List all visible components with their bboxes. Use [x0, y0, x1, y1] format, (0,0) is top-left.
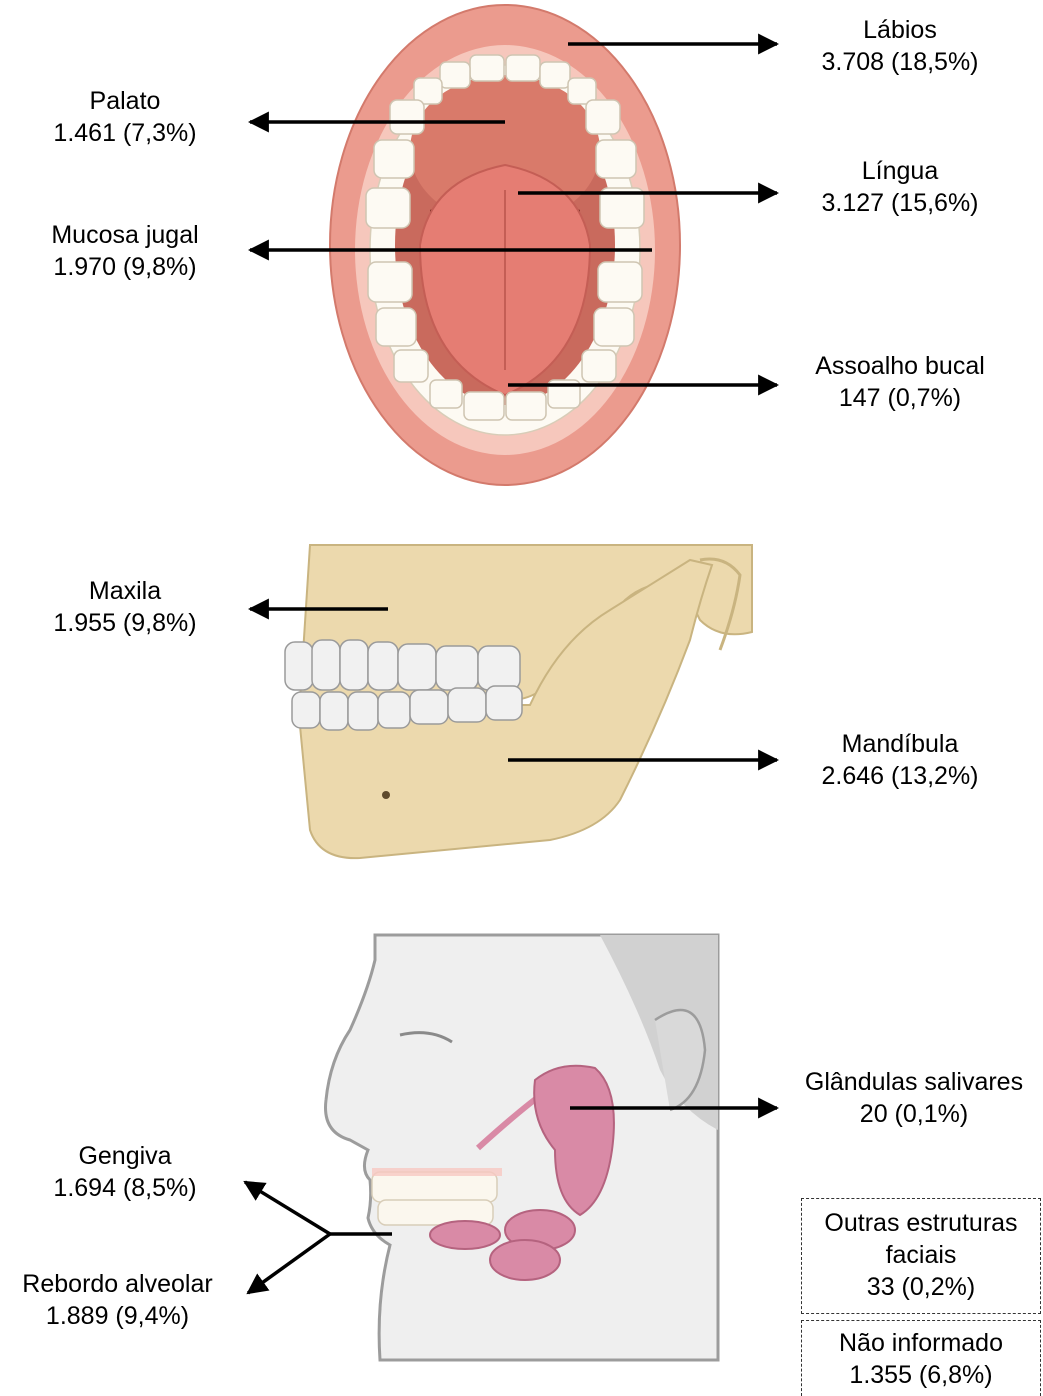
- label-maxila-value: 1.955 (9,8%): [25, 607, 225, 639]
- label-glandulas-salivares-value: 20 (0,1%): [785, 1098, 1043, 1130]
- label-maxila: Maxila 1.955 (9,8%): [25, 575, 225, 639]
- label-palato-name: Palato: [25, 85, 225, 117]
- label-rebordo-alveolar-name: Rebordo alveolar: [5, 1268, 230, 1300]
- label-gengiva-name: Gengiva: [25, 1140, 225, 1172]
- label-rebordo-alveolar: Rebordo alveolar 1.889 (9,4%): [5, 1268, 230, 1332]
- box-outras-estruturas: Outras estruturas faciais 33 (0,2%): [801, 1198, 1041, 1314]
- label-labios-name: Lábios: [800, 14, 1000, 46]
- label-mucosa-jugal: Mucosa jugal 1.970 (9,8%): [20, 219, 230, 283]
- label-maxila-name: Maxila: [25, 575, 225, 607]
- mouth-illustration: [330, 5, 680, 485]
- label-labios: Lábios 3.708 (18,5%): [800, 14, 1000, 78]
- label-glandulas-salivares: Glândulas salivares 20 (0,1%): [785, 1066, 1043, 1130]
- label-mandibula-name: Mandíbula: [800, 728, 1000, 760]
- box-nao-informado-value: 1.355 (6,8%): [802, 1359, 1040, 1391]
- face-illustration: [326, 935, 719, 1360]
- box-outras-estruturas-value: 33 (0,2%): [802, 1271, 1040, 1303]
- arrow-gengiva: [245, 1182, 330, 1234]
- box-outras-estruturas-line1: Outras estruturas: [802, 1207, 1040, 1239]
- box-nao-informado: Não informado 1.355 (6,8%): [801, 1320, 1041, 1396]
- jaw-illustration: [285, 545, 752, 858]
- label-assoalho-bucal-value: 147 (0,7%): [790, 382, 1010, 414]
- label-rebordo-alveolar-value: 1.889 (9,4%): [5, 1300, 230, 1332]
- label-gengiva: Gengiva 1.694 (8,5%): [25, 1140, 225, 1204]
- label-labios-value: 3.708 (18,5%): [800, 46, 1000, 78]
- label-palato-value: 1.461 (7,3%): [25, 117, 225, 149]
- box-outras-estruturas-line2: faciais: [802, 1239, 1040, 1271]
- label-assoalho-bucal: Assoalho bucal 147 (0,7%): [790, 350, 1010, 414]
- label-mucosa-jugal-value: 1.970 (9,8%): [20, 251, 230, 283]
- label-lingua-name: Língua: [800, 155, 1000, 187]
- label-mucosa-jugal-name: Mucosa jugal: [20, 219, 230, 251]
- label-mandibula-value: 2.646 (13,2%): [800, 760, 1000, 792]
- label-palato: Palato 1.461 (7,3%): [25, 85, 225, 149]
- label-assoalho-bucal-name: Assoalho bucal: [790, 350, 1010, 382]
- arrow-rebordo: [248, 1234, 330, 1293]
- label-mandibula: Mandíbula 2.646 (13,2%): [800, 728, 1000, 792]
- label-lingua: Língua 3.127 (15,6%): [800, 155, 1000, 219]
- box-nao-informado-name: Não informado: [802, 1327, 1040, 1359]
- label-gengiva-value: 1.694 (8,5%): [25, 1172, 225, 1204]
- label-glandulas-salivares-name: Glândulas salivares: [785, 1066, 1043, 1098]
- label-lingua-value: 3.127 (15,6%): [800, 187, 1000, 219]
